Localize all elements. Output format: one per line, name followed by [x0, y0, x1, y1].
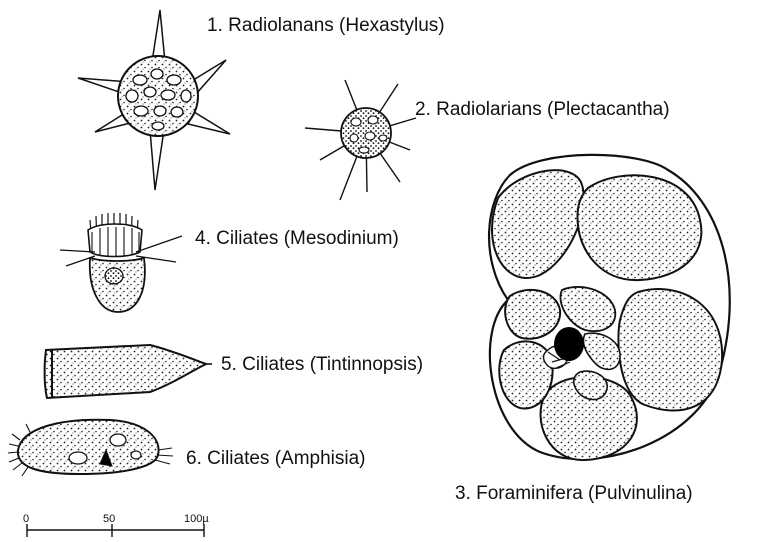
scale-tick-label-100: 100µ [184, 513, 209, 525]
label-ciliates-amphisia: 6. Ciliates (Amphisia) [186, 448, 366, 469]
scale-tick-label-0: 0 [23, 513, 29, 525]
radiolarian-hexastylus-drawing [78, 10, 230, 190]
foraminifera-pulvinulina-drawing [489, 155, 730, 460]
label-radiolarians-plectacantha: 2. Radiolarians (Plectacantha) [415, 99, 670, 120]
scale-tick-label-50: 50 [103, 513, 115, 525]
label-foraminifera-pulvinulina: 3. Foraminifera (Pulvinulina) [455, 483, 693, 504]
ciliate-mesodinium-drawing [60, 213, 182, 312]
ciliate-amphisia-drawing [8, 420, 173, 476]
label-radiolarians-hexastylus: 1. Radiolanans (Hexastylus) [207, 15, 445, 36]
label-ciliates-tintinnopsis: 5. Ciliates (Tintinnopsis) [221, 354, 423, 375]
radiolarian-plectacantha-drawing [305, 80, 416, 200]
scale-bar [27, 524, 204, 537]
ciliate-tintinnopsis-drawing [45, 345, 212, 398]
label-ciliates-mesodinium: 4. Ciliates (Mesodinium) [195, 228, 399, 249]
